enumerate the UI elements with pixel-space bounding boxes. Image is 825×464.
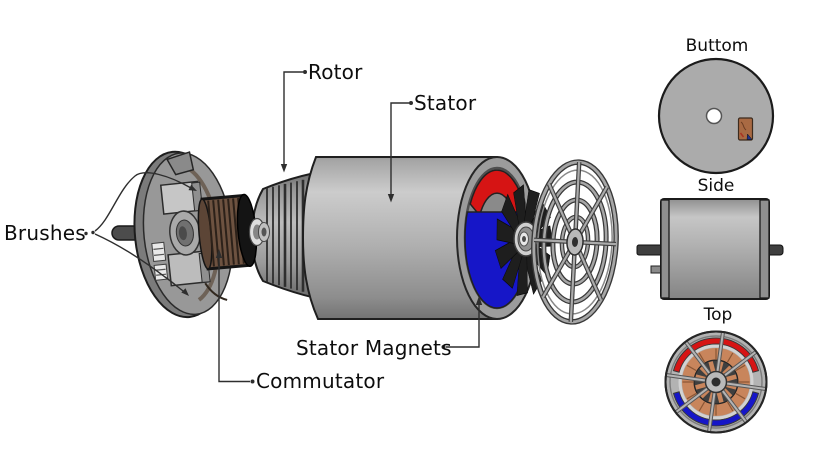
winding-segment-lines	[682, 348, 750, 416]
label-sticker	[737, 117, 754, 141]
top-view	[664, 330, 768, 434]
stator-leader-line	[390, 102, 409, 196]
grille-spokes	[533, 161, 617, 323]
leader-lines	[94, 71, 480, 383]
brushes-leader-top	[94, 172, 192, 232]
side-view	[636, 198, 784, 300]
cap-top-notch	[166, 151, 195, 176]
brush-wire	[204, 282, 228, 301]
fan-guard-grille	[531, 159, 619, 325]
rotor-leader-line	[283, 71, 303, 166]
bottom-view-label: Buttom	[685, 36, 749, 56]
shaft-bearing-rings	[248, 217, 270, 247]
side-cap-left	[660, 199, 670, 299]
leader-dots-arrows	[84, 70, 483, 384]
commutator-leader-line	[218, 255, 250, 383]
bottom-view	[657, 57, 775, 175]
side-shaft-left	[636, 244, 664, 256]
stator-label: Stator	[414, 91, 477, 115]
top-magnet-red	[672, 337, 760, 373]
side-view-label: Side	[697, 176, 735, 196]
commutator-label: Commutator	[256, 369, 385, 393]
shaft-hole	[705, 107, 723, 125]
side-cap-right	[759, 199, 770, 299]
rotor-label: Rotor	[308, 60, 363, 84]
top-grille-spokes	[666, 332, 766, 432]
top-magnet-blue	[672, 391, 760, 427]
brushes-leader-bottom	[94, 233, 187, 294]
cooling-fan	[494, 184, 554, 296]
stator-magnets-leader-line	[446, 304, 480, 348]
cap-bearing	[169, 210, 201, 256]
top-view-label: Top	[703, 305, 733, 325]
brush-top	[159, 180, 204, 215]
brushes-label: Brushes	[4, 221, 86, 245]
brush-end-cap	[133, 150, 234, 319]
commutator-part	[197, 193, 258, 271]
stator-magnets-label: Stator Magnets	[296, 336, 452, 360]
